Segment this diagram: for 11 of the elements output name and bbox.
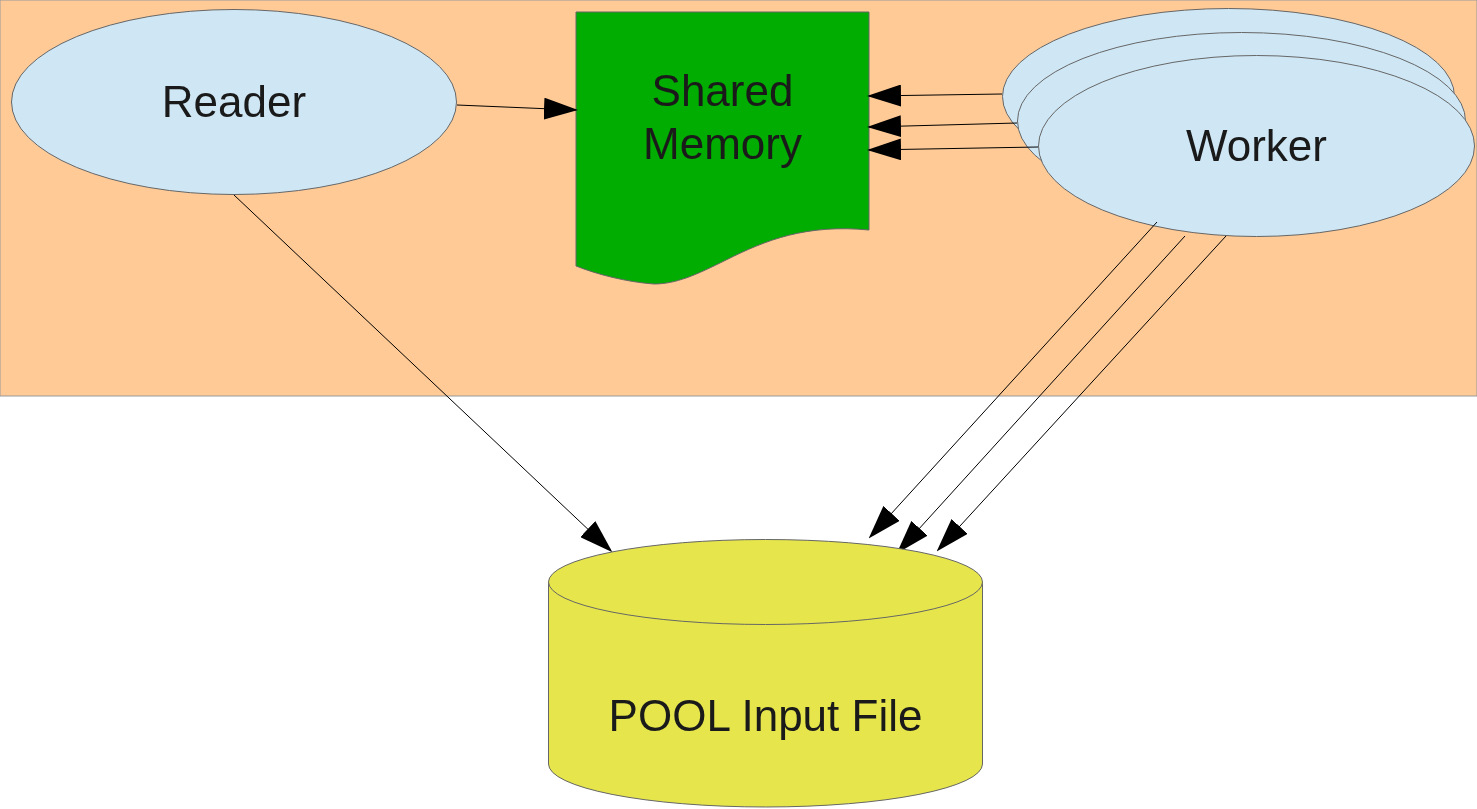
arrow bbox=[867, 138, 1039, 161]
node-label: Reader bbox=[161, 75, 307, 128]
arrow bbox=[456, 97, 578, 120]
arrow bbox=[867, 115, 1018, 138]
arrow bbox=[233, 194, 613, 553]
node-label: Shared Memory bbox=[642, 65, 803, 170]
arrow bbox=[867, 84, 1003, 107]
node-label: Worker bbox=[1186, 119, 1327, 172]
node-label: POOL Input File bbox=[608, 689, 923, 742]
arrow bbox=[936, 235, 1227, 552]
arrow bbox=[868, 221, 1158, 539]
